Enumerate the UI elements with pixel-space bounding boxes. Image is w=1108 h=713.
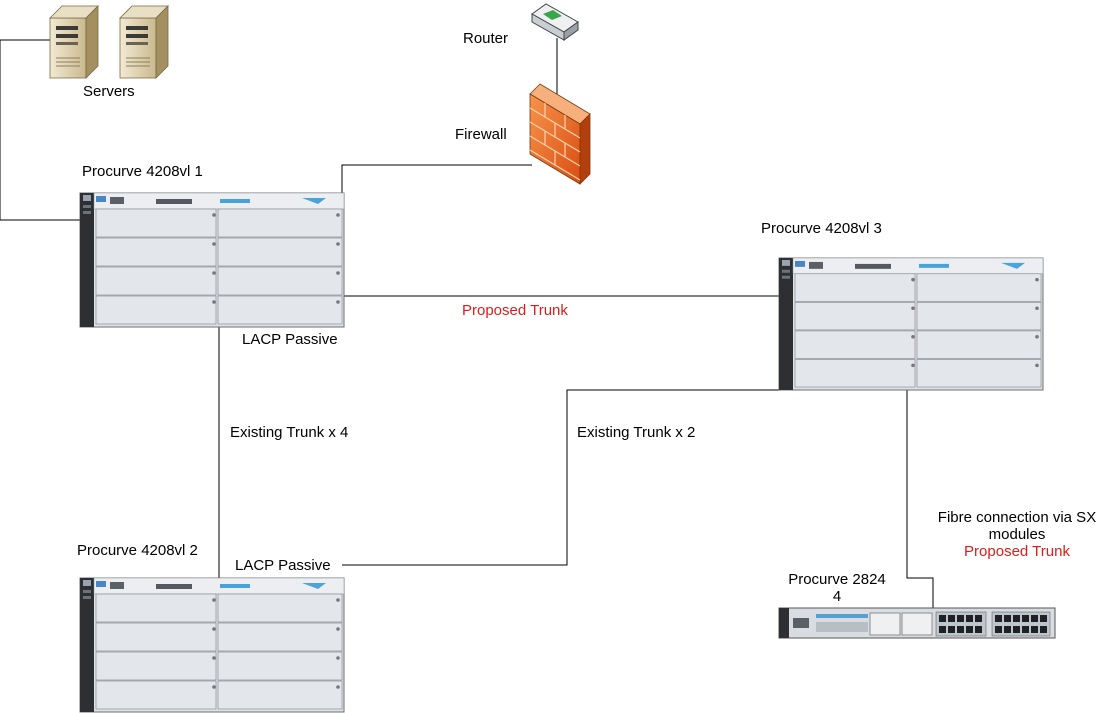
switch4-label: Procurve 2824 4 [779,571,895,605]
fibre-line-1: Fibre connection via SX [937,509,1097,526]
switch3-label: Procurve 4208vl 3 [761,220,882,237]
stackable-switch-icon [778,607,1056,639]
firewall-to-switch1-link [341,164,532,238]
server-icon [119,5,169,79]
lacp-passive-label-1: LACP Passive [242,331,338,348]
chassis-switch-icon [79,192,345,328]
chassis-switch-icon [79,577,345,713]
fibre-line-2: modules [988,526,1046,543]
lacp-passive-label-2: LACP Passive [235,557,331,574]
router-label: Router [463,30,509,47]
proposed-trunk-label: Proposed Trunk [462,302,568,319]
fibre-connection-label: Fibre connection via SX modules Proposed… [926,509,1108,560]
chassis-switch-icon [778,257,1044,391]
firewall-icon [529,83,591,185]
switch1-label: Procurve 4208vl 1 [82,163,203,180]
firewall-label: Firewall [455,126,507,143]
fibre-proposed-trunk-label: Proposed Trunk [964,543,1070,560]
proposed-trunk-1-3-link [342,295,797,305]
existing-trunk-x2-link [342,389,780,566]
switch4-label-model: Procurve 2824 [788,571,886,588]
switch2-label: Procurve 4208vl 2 [77,542,198,559]
servers-label: Servers [83,83,135,100]
existing-trunk-x2-label: Existing Trunk x 2 [577,424,696,441]
fibre-trunk-link [906,390,934,625]
existing-trunk-x4-label: Existing Trunk x 4 [230,424,349,441]
router-icon [531,3,579,41]
server-icon [49,5,99,79]
switch4-label-suffix: 4 [832,588,842,605]
